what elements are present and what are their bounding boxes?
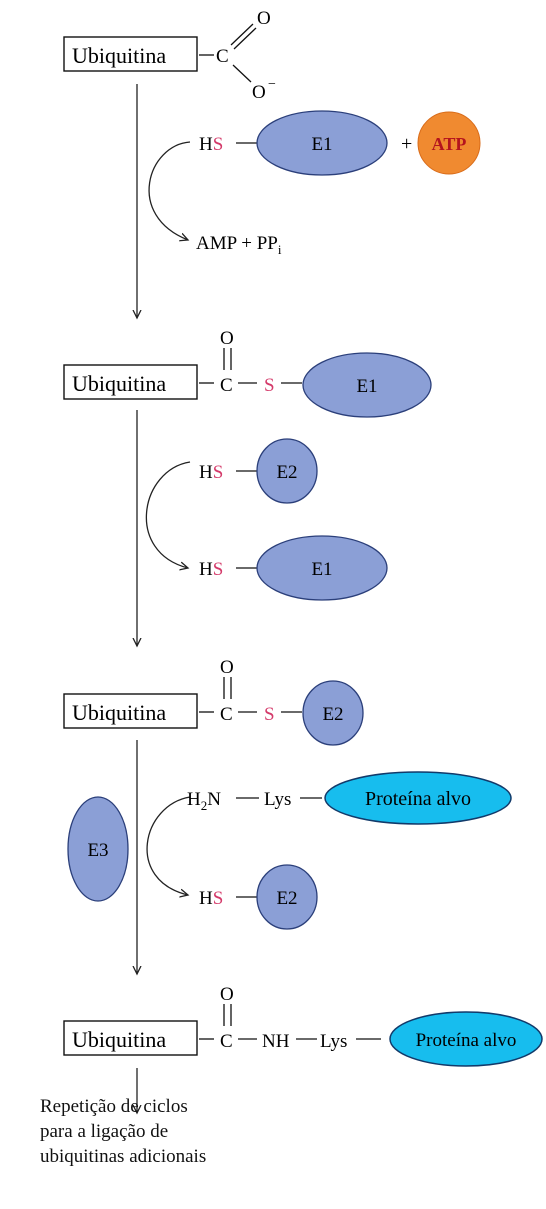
atp-label: ATP — [432, 134, 467, 154]
e1-enzyme-2 — [302, 352, 432, 418]
carbon-3: C — [220, 704, 233, 725]
e2-enzyme-released — [256, 864, 318, 930]
stage-4-ubiquitinated-protein: Ubiquitina O C NH Lys Proteína alvo — [63, 984, 543, 1113]
stage-2-ubiquitin-e1-thioester: Ubiquitina O C S E1 HS E2 HS E1 — [63, 328, 432, 646]
e3-ligase — [67, 796, 129, 902]
carbon-2: C — [220, 375, 233, 396]
double-bond-1a — [230, 23, 254, 46]
curved-arrow-1 — [148, 141, 191, 240]
e2-label-1: E2 — [276, 462, 297, 483]
e1-label-1: E1 — [311, 134, 332, 155]
target-protein-label-2: Proteína alvo — [416, 1030, 517, 1051]
carbon-1: C — [216, 46, 229, 67]
e2-enzyme-1 — [256, 438, 318, 504]
double-bond-1b — [233, 27, 257, 50]
caption-line-3: ubiquitinas adicionais — [40, 1146, 207, 1167]
plus-sign: + — [401, 133, 412, 155]
caption-line-2: para a ligação de — [40, 1121, 169, 1142]
caption-line-1: Repetição de ciclos — [40, 1096, 188, 1117]
curved-arrow-3 — [146, 796, 191, 895]
e2-label-2: E2 — [322, 704, 343, 725]
lys-label-2: Lys — [320, 1031, 347, 1052]
hs-group-e2-released: HS — [199, 888, 223, 909]
hs-group-e2: HS — [199, 462, 223, 483]
curved-arrow-2 — [145, 461, 191, 568]
anion-oxygen-1: O — [252, 82, 266, 103]
repeat-cycles-caption: Repetição de ciclos para a ligação de ub… — [40, 1094, 340, 1169]
ubiquitin-label-1: Ubiquitina — [72, 43, 166, 68]
sulfur-2: S — [264, 375, 275, 396]
nh-label: NH — [262, 1031, 290, 1052]
e1-label-released: E1 — [311, 559, 332, 580]
lys-label-1: Lys — [264, 789, 291, 810]
carbonyl-oxygen-1: O — [257, 8, 271, 29]
ubiquitin-box-2 — [63, 364, 198, 400]
ubiquitin-label-2: Ubiquitina — [72, 371, 166, 396]
stage-3-ubiquitin-e2-thioester: Ubiquitina O C S E2 E3 H2N Lys Proteína … — [63, 657, 512, 974]
e1-label-2: E1 — [356, 376, 377, 397]
single-bond-o-1 — [232, 64, 252, 83]
carbonyl-oxygen-3: O — [220, 657, 234, 678]
amp-ppi-label: AMP + PPi — [196, 233, 282, 257]
ubiquitin-box-4 — [63, 1020, 198, 1056]
sulfur-3: S — [264, 704, 275, 725]
target-protein-2 — [389, 1011, 543, 1067]
ubiquitin-box-1 — [63, 36, 198, 72]
ubiquitin-box-3 — [63, 693, 198, 729]
ubiquitin-label-4: Ubiquitina — [72, 1027, 166, 1052]
e1-enzyme-1 — [256, 110, 388, 176]
atp-circle — [417, 111, 481, 175]
e2-label-released: E2 — [276, 888, 297, 909]
negative-charge-1: − — [268, 77, 276, 92]
e3-label: E3 — [87, 840, 108, 861]
carbon-4: C — [220, 1031, 233, 1052]
carbonyl-oxygen-4: O — [220, 984, 234, 1005]
target-protein-label-1: Proteína alvo — [365, 788, 471, 810]
ubiquitin-label-3: Ubiquitina — [72, 700, 166, 725]
h2n-group: H2N — [187, 789, 221, 813]
e1-enzyme-released — [256, 535, 388, 601]
hs-group-e1-released: HS — [199, 559, 223, 580]
hs-group-1: HS — [199, 134, 223, 155]
target-protein-1 — [324, 771, 512, 825]
carbonyl-oxygen-2: O — [220, 328, 234, 349]
e2-enzyme-2 — [302, 680, 364, 746]
stage-1-ubiquitin-carboxylate: Ubiquitina C O O − HS E1 + ATP AMP + PPi — [63, 8, 481, 318]
